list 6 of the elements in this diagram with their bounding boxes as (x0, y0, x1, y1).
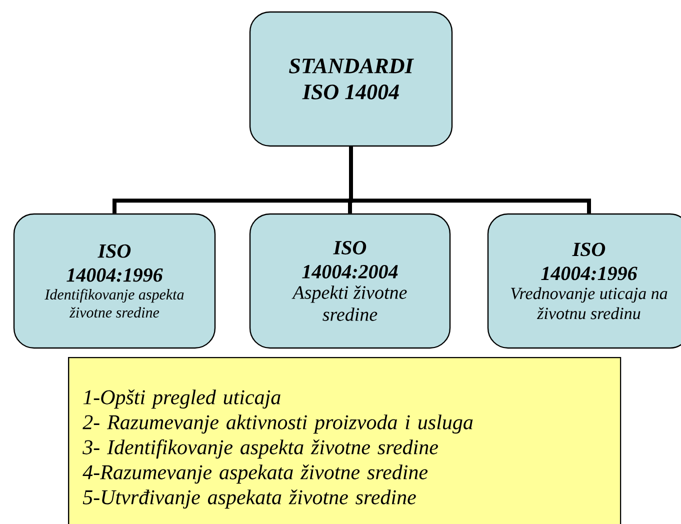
standard-box: STANDARDI ISO 14004 (249, 11, 453, 147)
standard-box: ISO 14004:2004 Aspekti životne sredine (249, 213, 451, 349)
standard-box: ISO 14004:1996 Identifikovanje aspekta životne sredine (13, 213, 216, 349)
connector-line (349, 146, 591, 214)
standard-box: ISO 14004:1996 Vrednovanje uticaja na životnu sredinu (487, 213, 681, 349)
list-box: 1-Opšti pregled uticaja 2- Razumevanje aktivnosti proizvoda i usluga 3- Identifikovanje aspekta životne sredine 4-Razumevanje aspekata životne sredine 5-Utvrđivanje aspekata životne sredine (68, 356, 622, 524)
